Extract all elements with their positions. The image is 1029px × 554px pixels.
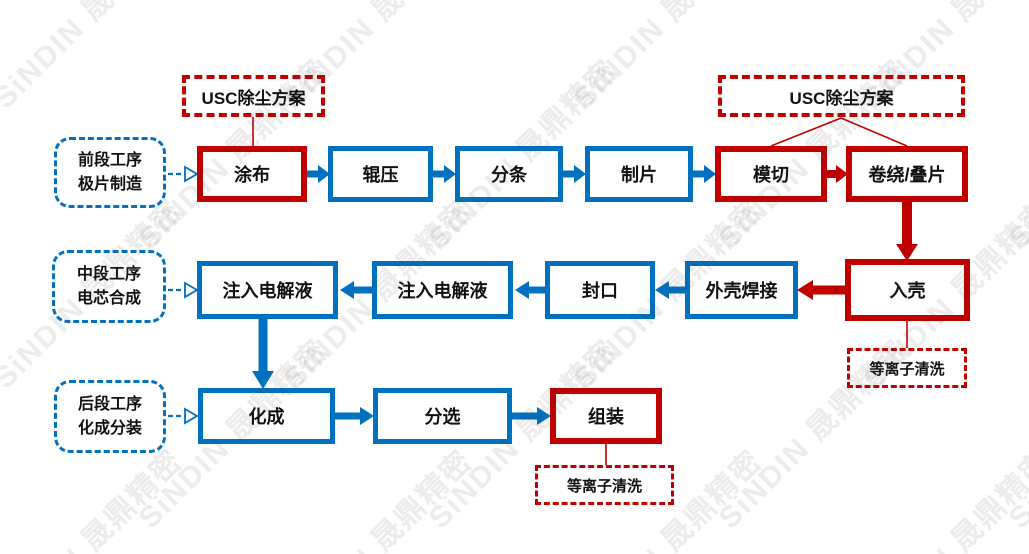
- usc-right-connector-line-die-cutting: [770, 117, 842, 147]
- arrow-winding-to-casing: [896, 202, 918, 261]
- process-formation-label: 化成: [248, 407, 285, 427]
- arrow-stage-front-dashed: [168, 165, 199, 183]
- stage-front: 前段工序 极片制造: [54, 137, 166, 208]
- usc-right-label: USC除尘方案: [789, 88, 894, 108]
- arrow-coating-to-rollpress: [307, 165, 330, 183]
- arrow-sealing-to-injection2: [515, 281, 545, 299]
- process-roll-press: 辊压: [328, 146, 433, 202]
- usc-right-box: USC除尘方案: [718, 75, 965, 117]
- process-roll-press-label: 辊压: [362, 165, 399, 185]
- arrow-stage-rear-dashed: [168, 407, 199, 425]
- process-die-cutting: 模切: [715, 146, 827, 202]
- plasma-cleaning-right-label: 等离子清洗: [869, 360, 945, 378]
- arrow-casing-to-casewelding: [797, 280, 845, 300]
- process-formation: 化成: [198, 388, 335, 444]
- usc-right-connector-line-winding: [840, 117, 908, 147]
- usc-left-label: USC除尘方案: [201, 88, 306, 108]
- arrow-sorting-to-assembly: [512, 407, 551, 425]
- process-case-welding: 外壳焊接: [685, 261, 798, 319]
- process-sheet-making-label: 制片: [621, 165, 657, 185]
- stage-front-line1: 前段工序: [77, 151, 142, 169]
- process-electrolyte-injection-1: 注入电解液: [197, 261, 338, 319]
- process-sealing: 封口: [545, 261, 655, 319]
- stage-rear: 后段工序 化成分装: [54, 380, 166, 453]
- usc-left-box: USC除尘方案: [182, 75, 325, 117]
- process-casing-insertion-label: 入壳: [889, 281, 926, 301]
- plasma-cleaning-right-box: 等离子清洗: [847, 348, 967, 388]
- arrow-rollpress-to-slitting: [433, 165, 456, 183]
- arrow-slitting-to-sheetmaking: [563, 165, 586, 183]
- process-winding-stacking-label: 卷绕/叠片: [868, 165, 946, 185]
- stage-middle-line1: 中段工序: [76, 265, 141, 283]
- process-electrolyte-injection-1-label: 注入电解液: [222, 281, 313, 301]
- process-winding-stacking: 卷绕/叠片: [846, 146, 968, 202]
- stage-rear-line2: 化成分装: [77, 419, 142, 437]
- process-die-cutting-label: 模切: [753, 165, 789, 185]
- plasma-cleaning-bottom-box: 等离子清洗: [535, 465, 674, 505]
- arrow-injection1-to-formation: [252, 319, 274, 389]
- arrow-casewelding-to-sealing: [655, 281, 685, 299]
- arrow-formation-to-sorting: [335, 407, 374, 425]
- stage-rear-line1: 后段工序: [77, 395, 142, 413]
- plasma-cleaning-bottom-label: 等离子清洗: [566, 477, 642, 495]
- process-electrolyte-injection-2: 注入电解液: [372, 261, 513, 319]
- process-assembly-label: 组装: [588, 407, 624, 427]
- process-coating-label: 涂布: [234, 165, 270, 185]
- process-sealing-label: 封口: [582, 281, 618, 301]
- process-slitting-label: 分条: [491, 165, 527, 185]
- process-electrolyte-injection-2-label: 注入电解液: [397, 281, 488, 301]
- arrow-diecutting-to-winding: [827, 165, 848, 183]
- arrow-injection2-to-injection1: [340, 281, 372, 299]
- process-sorting: 分选: [373, 388, 512, 444]
- stage-front-line2: 极片制造: [77, 175, 142, 193]
- arrow-sheetmaking-to-diecutting: [693, 165, 716, 183]
- stage-middle-line2: 电芯合成: [76, 289, 141, 307]
- process-case-welding-label: 外壳焊接: [705, 281, 778, 301]
- process-sorting-label: 分选: [424, 407, 461, 427]
- process-sheet-making: 制片: [585, 146, 693, 202]
- process-casing-insertion: 入壳: [845, 259, 970, 321]
- arrow-stage-middle-dashed: [168, 281, 199, 299]
- process-slitting: 分条: [455, 146, 563, 202]
- process-assembly: 组装: [550, 388, 662, 444]
- stage-middle: 中段工序 电芯合成: [52, 250, 166, 323]
- process-coating: 涂布: [197, 146, 307, 202]
